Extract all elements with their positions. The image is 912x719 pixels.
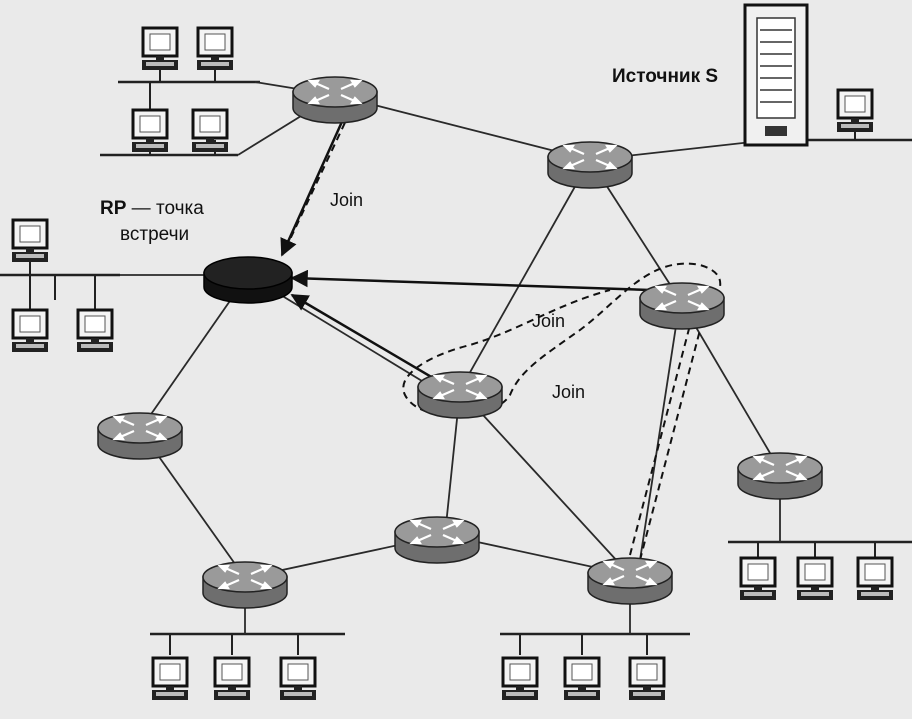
join-path-right <box>639 329 701 561</box>
join-path-upper <box>284 111 351 251</box>
join-label-mid: Join <box>532 311 565 331</box>
join-arrow-low <box>290 293 446 387</box>
rp-router <box>203 256 293 304</box>
pc-bottom-right-1 <box>500 656 540 702</box>
source-server <box>743 3 809 147</box>
router-4 <box>416 370 504 420</box>
rp-label-line1: RP — точка <box>100 198 204 219</box>
router-3 <box>638 281 726 331</box>
pc-right-2 <box>795 556 835 602</box>
source-label: Источник S <box>612 66 718 87</box>
router-7 <box>393 515 481 565</box>
rp-abbrev: RP <box>100 198 127 219</box>
pc-bottom-left-3 <box>278 656 318 702</box>
pc-bottom-left-2 <box>212 656 252 702</box>
pc-bottom-right-2 <box>562 656 602 702</box>
join-arrows <box>280 114 651 387</box>
pc-top-2 <box>195 26 235 72</box>
pc-bottom-left-1 <box>150 656 190 702</box>
router-8 <box>201 560 289 610</box>
router-6 <box>96 411 184 461</box>
link-r3-r9 <box>639 299 681 561</box>
router-2 <box>546 140 634 190</box>
link-r2-r4 <box>459 159 591 391</box>
pc-bottom-right-3 <box>627 656 667 702</box>
join-tunnel-outline <box>402 262 722 556</box>
pc-left-3 <box>75 308 115 354</box>
link-r4-r9 <box>459 389 631 576</box>
pc-upper-2 <box>190 108 230 154</box>
router-1 <box>291 75 379 125</box>
pc-left-2 <box>10 308 50 354</box>
join-arrow-top <box>280 114 347 257</box>
join-paths <box>284 111 722 561</box>
join-label-top: Join <box>330 190 363 210</box>
pc-source-lan <box>835 88 875 134</box>
join-label-low: Join <box>552 382 585 402</box>
pc-right-3 <box>855 556 895 602</box>
pc-upper-1 <box>130 108 170 154</box>
router-9 <box>586 556 674 606</box>
pc-right-1 <box>738 556 778 602</box>
pc-top-1 <box>140 26 180 72</box>
join-arrow-mid <box>290 269 651 292</box>
pc-left-1 <box>10 218 50 264</box>
router-5 <box>736 451 824 501</box>
rp-label-rest: — точка <box>126 198 204 219</box>
rp-label-line2: встречи <box>120 224 189 245</box>
